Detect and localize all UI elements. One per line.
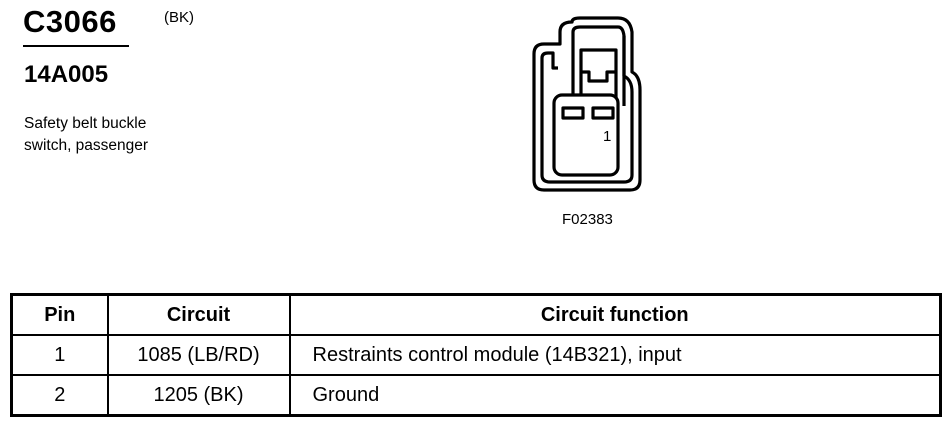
connector-id: C3066 xyxy=(23,4,117,39)
description-line: Safety belt buckle xyxy=(24,115,147,132)
header-pin: Pin xyxy=(10,293,109,336)
figure-code: F02383 xyxy=(562,211,613,228)
connector-outer-shell xyxy=(532,16,642,192)
pin-cell: 2 xyxy=(10,374,109,417)
table-row: 1 1085 (LB/RD) Restraints control module… xyxy=(10,334,942,376)
connector-id-underline xyxy=(23,45,129,47)
table-row: 2 1205 (BK) Ground xyxy=(10,374,942,417)
function-cell: Restraints control module (14B321), inpu… xyxy=(288,334,942,376)
pin-cell: 1 xyxy=(10,334,109,376)
description-line: switch, passenger xyxy=(24,137,149,154)
connector-description: Safety belt buckle switch, passenger xyxy=(24,113,224,157)
circuit-cell: 1085 (LB/RD) xyxy=(106,334,291,376)
table-header-row: Pin Circuit Circuit function xyxy=(10,293,942,336)
terminal-body xyxy=(552,93,620,177)
pin-cavity xyxy=(561,106,585,120)
connector-color: (BK) xyxy=(164,9,194,26)
pin-table: Pin Circuit Circuit function 1 1085 (LB/… xyxy=(10,293,942,417)
header-circuit: Circuit xyxy=(106,293,291,336)
function-cell: Ground xyxy=(288,374,942,417)
connector-face-icon: 1 xyxy=(532,16,642,192)
connector-inner-shell xyxy=(540,25,634,184)
header-circuit-function: Circuit function xyxy=(288,293,942,336)
pin-cavity xyxy=(591,106,615,120)
circuit-cell: 1205 (BK) xyxy=(106,374,291,417)
part-number: 14A005 xyxy=(24,61,109,88)
latch-window xyxy=(579,48,618,100)
pin-number-label: 1 xyxy=(603,128,611,145)
